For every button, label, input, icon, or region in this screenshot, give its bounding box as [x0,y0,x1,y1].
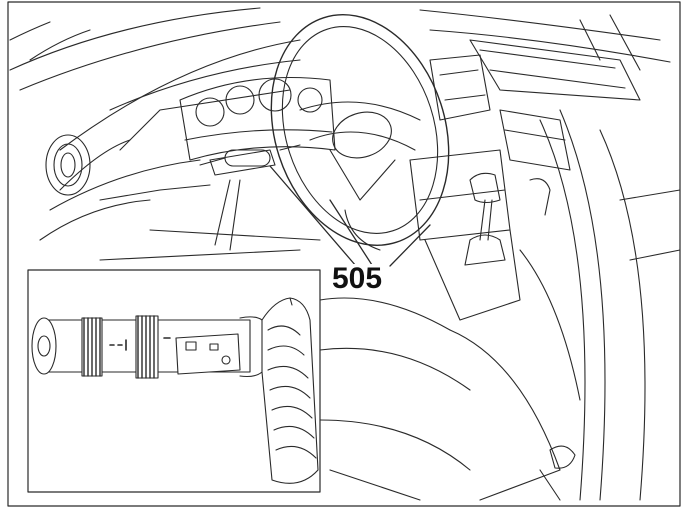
stalk-detail-inset [27,269,321,493]
figure-frame [7,1,681,507]
air-vent [45,134,91,196]
center-console [409,149,551,321]
callout-leaders [269,165,431,267]
callout-number: 505 [330,262,385,295]
dashboard-outline [9,7,671,241]
instrument-cluster [179,76,336,161]
steering-wheel [270,14,450,251]
seat-and-door [449,109,681,501]
floor-area [99,229,471,501]
